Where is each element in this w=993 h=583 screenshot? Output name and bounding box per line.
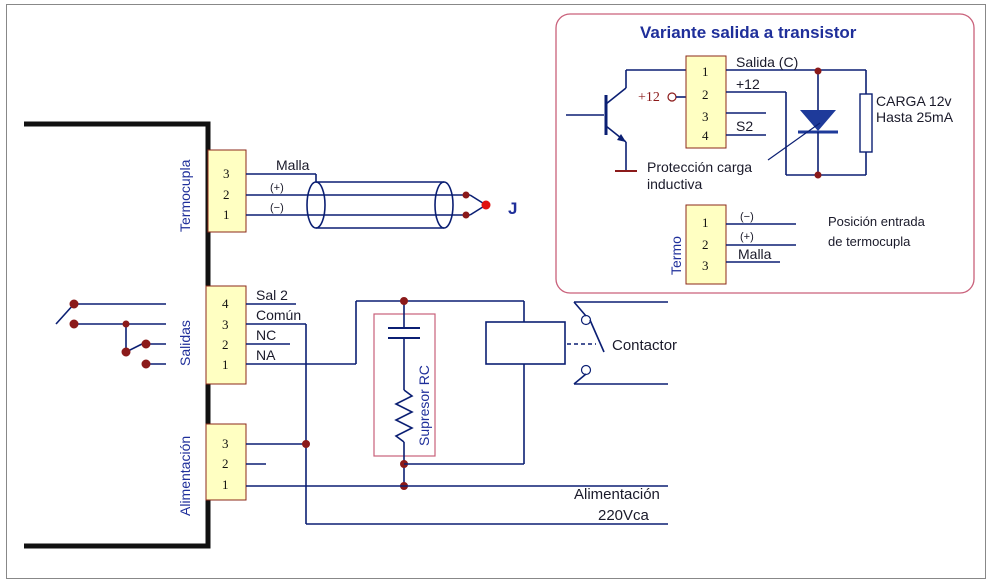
contactor-coil — [485, 321, 566, 365]
svg-text:3: 3 — [702, 109, 709, 124]
transistor-symbol — [566, 69, 686, 172]
na-label: NA — [256, 347, 276, 363]
posicion-label-2: de termocupla — [828, 234, 911, 249]
contactor: Contactor — [404, 301, 677, 465]
svg-text:3: 3 — [222, 317, 229, 332]
shielded-cable — [306, 181, 454, 229]
protection-diode — [798, 70, 838, 175]
svg-text:4: 4 — [222, 296, 229, 311]
contactor-label: Contactor — [612, 337, 677, 354]
svg-text:2: 2 — [222, 456, 229, 471]
hasta-label: Hasta 25mA — [876, 109, 954, 125]
salida-c-label: Salida (C) — [736, 54, 798, 70]
termocupla-malla-label: Malla — [276, 157, 310, 173]
supply-label-1: Alimentación — [574, 486, 660, 503]
variant-node-bottom — [814, 171, 822, 179]
plus12-source-label: +12 — [638, 90, 660, 105]
variant-terminal-block: 1 2 3 4 — [685, 55, 727, 149]
junction-dot — [481, 200, 491, 210]
variant-border — [555, 13, 975, 294]
supresor-rc: Supresor RC — [373, 297, 436, 490]
svg-text:1: 1 — [702, 64, 709, 79]
salidas-section: Salidas 4 3 2 1 Sal 2 Comú — [55, 285, 524, 524]
plus12-pin-label: +12 — [736, 76, 760, 92]
transistor-variant-panel: Variante salida a transistor +12 1 2 3 4 — [555, 13, 975, 294]
sal2-label: Sal 2 — [256, 287, 288, 303]
comun-label: Común — [256, 307, 301, 323]
termocupla-plus-label: (+) — [270, 182, 284, 194]
svg-text:1: 1 — [223, 207, 230, 222]
svg-text:2: 2 — [702, 87, 709, 102]
variant-node-top — [814, 67, 822, 75]
termocupla-minus-label: (−) — [270, 202, 284, 214]
proteccion-label-2: inductiva — [647, 176, 702, 192]
s2-pin-label: S2 — [736, 118, 753, 134]
plus12-source-terminal — [667, 92, 677, 102]
termo-malla-label: Malla — [738, 246, 772, 262]
svg-text:2: 2 — [223, 187, 230, 202]
internal-relay-contacts — [55, 299, 166, 369]
svg-text:3: 3 — [223, 166, 230, 181]
variant-title: Variante salida a transistor — [640, 23, 857, 42]
supply-label-2: 220Vca — [598, 507, 650, 524]
carga-label: CARGA 12v — [876, 93, 951, 109]
termocupla-section: Termocupla 3 2 1 Malla (+) (−) J — [177, 149, 517, 233]
svg-text:1: 1 — [222, 357, 229, 372]
svg-text:3: 3 — [702, 258, 709, 273]
alimentacion-label: Alimentación — [177, 436, 193, 516]
termo-plus-label: (+) — [740, 231, 754, 243]
nc-label: NC — [256, 327, 276, 343]
proteccion-label-1: Protección carga — [647, 159, 752, 175]
svg-text:1: 1 — [222, 477, 229, 492]
svg-text:2: 2 — [222, 337, 229, 352]
supresor-label: Supresor RC — [416, 365, 432, 446]
termo-minus-label: (−) — [740, 211, 754, 223]
svg-text:2: 2 — [702, 237, 709, 252]
load-resistor — [859, 93, 873, 153]
alimentacion-section: Alimentación 3 2 1 Alimentación 220Vca — [177, 423, 668, 525]
termo-terminal-block: 1 2 3 — [685, 204, 727, 285]
posicion-label-1: Posición entrada — [828, 214, 926, 229]
alimentacion-terminal-block — [205, 423, 247, 501]
termocupla-terminal-block — [207, 149, 247, 233]
svg-text:3: 3 — [222, 436, 229, 451]
termocupla-label: Termocupla — [177, 159, 193, 232]
termo-label: Termo — [668, 236, 684, 275]
svg-text:4: 4 — [702, 128, 709, 143]
svg-text:1: 1 — [702, 215, 709, 230]
junction-label: J — [508, 199, 517, 218]
salidas-label: Salidas — [177, 320, 193, 366]
salidas-terminal-block — [205, 285, 247, 385]
